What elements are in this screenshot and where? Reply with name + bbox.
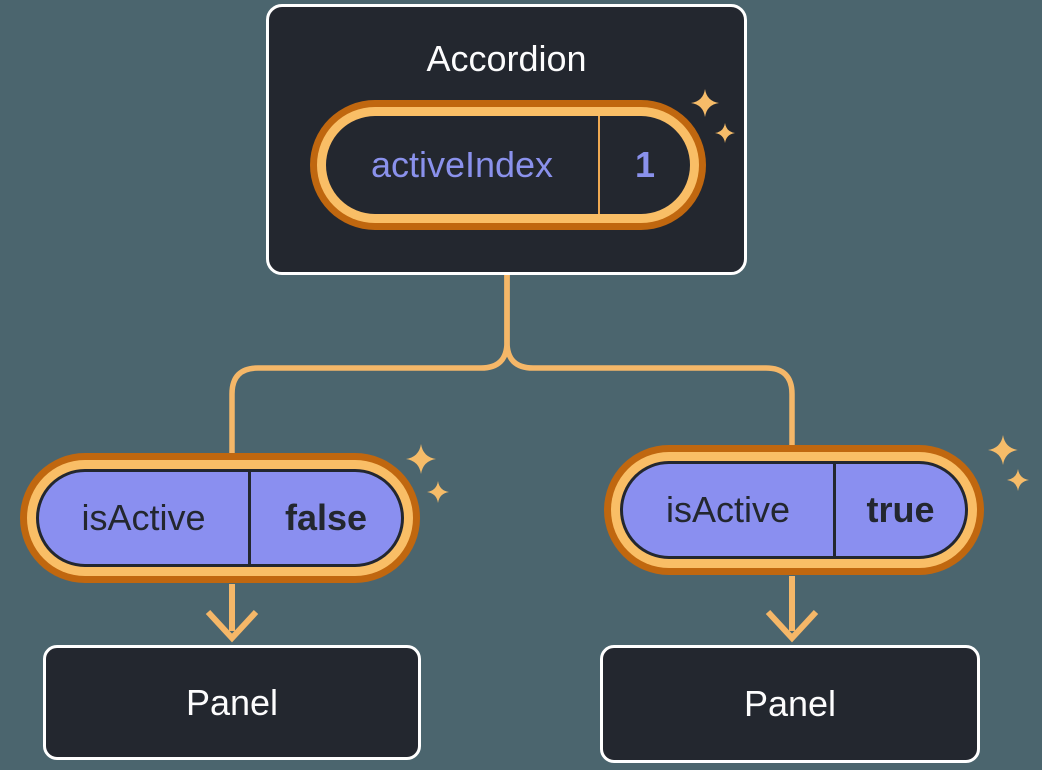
down-arrow-icon-left [205,584,259,643]
state-name-label: activeIndex [370,144,554,185]
state-value-label: 1 [634,144,656,185]
is-active-state-pill-right: isActive true [604,445,984,575]
pill-divider [248,472,251,564]
branch-connector-right [504,269,795,451]
state-name-label: isActive [81,497,206,538]
panel-label: Panel [185,681,279,723]
down-arrow-icon-right [765,576,819,643]
sparkle-icon [1007,469,1029,491]
active-index-state-pill: activeIndex 1 [310,100,706,230]
panel-label: Panel [743,683,837,724]
branch-connector-left [229,269,510,459]
pill-divider [833,464,836,556]
component-title: Accordion [426,38,587,79]
sparkle-icon [427,481,449,503]
pill-inner-ring: activeIndex 1 [317,107,699,223]
sparkle-icon [988,435,1018,465]
state-value-label: false [284,497,368,538]
panel-box-left: Panel [43,645,421,760]
state-value-label: true [866,489,935,530]
pill-divider [598,116,600,214]
panel-box-right: Panel [600,645,980,763]
sparkle-icon [406,444,436,474]
is-active-state-pill-left: isActive false [20,453,420,583]
pill-inner-ring: isActive false [27,460,413,576]
pill-inner-ring: isActive true [611,452,977,568]
state-name-label: isActive [665,489,791,530]
